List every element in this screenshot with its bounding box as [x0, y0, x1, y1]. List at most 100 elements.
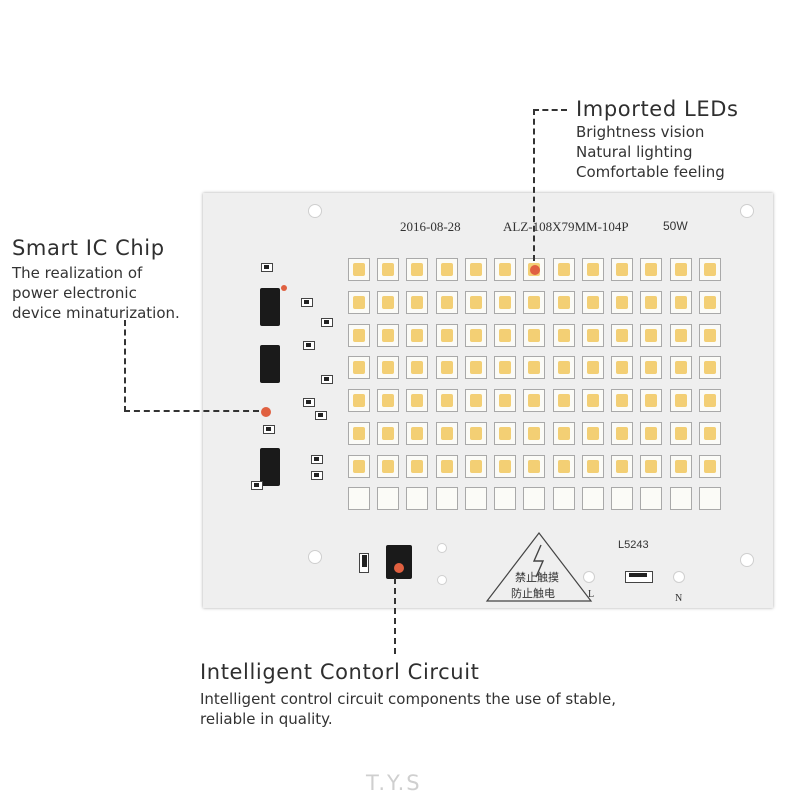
led-chip [611, 422, 633, 445]
led-chip [494, 258, 516, 281]
led-chip [377, 422, 399, 445]
led-chip [553, 356, 575, 379]
led-chip [348, 258, 370, 281]
led-chip [494, 324, 516, 347]
led-chip [582, 455, 604, 478]
led-chip [699, 422, 721, 445]
led-chip [436, 291, 458, 314]
led-array [348, 258, 728, 520]
driver-ic-chip [260, 345, 280, 383]
led-chip [436, 356, 458, 379]
led-chip [406, 389, 428, 412]
mounting-hole [740, 553, 754, 567]
control-ic-chip [386, 545, 412, 579]
imported-leds-title: Imported LEDs [576, 97, 739, 121]
leader-line-leds [533, 109, 535, 261]
led-chip [670, 487, 692, 510]
led-chip [611, 356, 633, 379]
led-chip [406, 258, 428, 281]
led-chip [699, 455, 721, 478]
led-chip [670, 455, 692, 478]
led-chip [611, 455, 633, 478]
board-power: 50W [663, 219, 688, 233]
led-chip [611, 324, 633, 347]
smd-resistor [321, 375, 333, 384]
smd-resistor [301, 298, 313, 307]
smd-resistor [321, 318, 333, 327]
led-chip [640, 291, 662, 314]
led-chip [436, 258, 458, 281]
fuse-component [625, 571, 653, 583]
led-chip [494, 422, 516, 445]
smd-resistor [303, 341, 315, 350]
led-chip [582, 422, 604, 445]
leader-line-ic [124, 320, 126, 412]
smd-resistor [261, 263, 273, 272]
led-chip [670, 422, 692, 445]
led-chip [348, 422, 370, 445]
board-date: 2016-08-28 [400, 219, 461, 234]
led-chip [348, 487, 370, 510]
leader-line-ic [124, 410, 259, 412]
driver-ic-chip [260, 288, 280, 326]
led-chip [436, 389, 458, 412]
led-chip [553, 324, 575, 347]
led-chip [699, 324, 721, 347]
led-chip [406, 455, 428, 478]
led-chip [553, 487, 575, 510]
led-chip [523, 291, 545, 314]
led-chip [640, 455, 662, 478]
led-chip [494, 487, 516, 510]
led-chip [582, 291, 604, 314]
mounting-hole [308, 204, 322, 218]
smart-ic-line-3: device minaturization. [12, 304, 180, 322]
led-chip [465, 258, 487, 281]
watermark: T.Y.S [366, 771, 422, 795]
led-chip [699, 258, 721, 281]
led-chip [465, 455, 487, 478]
smd-resistor [251, 481, 263, 490]
leader-line-leds [533, 109, 567, 111]
led-pcb-board: 2016-08-28 ALZ-108X79MM-104P 50W 禁止触摸 防止… [203, 193, 773, 608]
led-chip [582, 487, 604, 510]
leader-line-circuit [394, 578, 396, 654]
led-chip [670, 291, 692, 314]
via-hole [437, 543, 447, 553]
led-chip [494, 356, 516, 379]
mounting-hole [740, 204, 754, 218]
imported-leds-line-3: Comfortable feeling [576, 163, 725, 181]
led-chip [494, 291, 516, 314]
led-chip [582, 324, 604, 347]
board-code: L5243 [618, 539, 649, 551]
led-chip [494, 389, 516, 412]
led-chip [611, 291, 633, 314]
led-chip [611, 389, 633, 412]
smd-resistor [311, 471, 323, 480]
led-chip [670, 324, 692, 347]
led-chip [465, 422, 487, 445]
led-chip [465, 356, 487, 379]
led-chip [465, 291, 487, 314]
control-ic-marker [394, 563, 404, 573]
led-chip [640, 258, 662, 281]
led-callout-marker [530, 265, 540, 275]
led-chip [377, 487, 399, 510]
led-chip [406, 356, 428, 379]
led-chip [553, 422, 575, 445]
led-chip [553, 389, 575, 412]
led-chip [348, 356, 370, 379]
smart-ic-line-2: power electronic [12, 284, 137, 302]
led-chip [670, 356, 692, 379]
led-chip [465, 389, 487, 412]
led-chip [699, 356, 721, 379]
control-circuit-line-2: reliable in quality. [200, 710, 333, 728]
led-chip [436, 422, 458, 445]
led-chip [640, 422, 662, 445]
ic-chip-marker [261, 407, 271, 417]
control-circuit-title: Intelligent Contorl Circuit [200, 660, 480, 684]
led-chip [377, 324, 399, 347]
high-voltage-warning-triangle [485, 532, 593, 602]
led-chip [348, 389, 370, 412]
led-chip [348, 455, 370, 478]
led-chip [582, 356, 604, 379]
